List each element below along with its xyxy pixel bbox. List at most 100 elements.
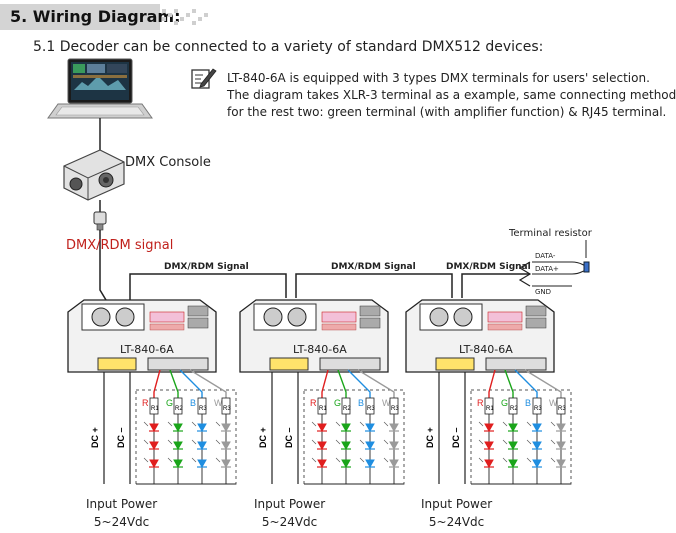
resistor-label: R3 [534,406,542,412]
led-icon [532,459,542,469]
note-text: LT-840-6A is equipped with 3 types DMX t… [227,70,676,121]
channel-wire-g [337,369,347,398]
led-ray [502,457,508,463]
led-icon [508,423,518,433]
channel-letter-g: G [501,398,508,408]
led-icon [389,459,399,469]
led-icon [365,423,375,433]
led-ray [143,439,149,445]
channel-wire-b [347,369,371,398]
power-label-1-title: Input Power [86,497,158,511]
led-strip-outline [135,389,237,485]
led-icon [173,423,183,433]
led-icon [365,441,375,451]
channel-wire-b [179,369,203,398]
dc-minus-label: DC – [284,427,294,448]
led-ray [550,439,556,445]
channel-letter-w: W [214,398,223,408]
led-icon [149,441,159,451]
led-ray [215,421,221,427]
led-ray [215,457,221,463]
dc-minus-label: DC – [116,427,126,448]
led-ray [191,439,197,445]
note-line-1: LT-840-6A is equipped with 3 types DMX t… [227,71,650,85]
led-icon [556,459,566,469]
decoder-model-1: LT-840-6A [120,343,174,356]
led-ray [478,457,484,463]
note-line-3: for the rest two: green terminal (with a… [227,105,667,119]
channel-letter-w: W [549,398,558,408]
led-strip-outline [303,389,405,485]
led-ray [383,457,389,463]
power-label-2: Input Power 5~24Vdc [254,497,325,529]
led-icon [556,423,566,433]
channel-wire-g [504,369,514,398]
resistor-label: R1 [151,406,159,412]
laptop-icon [47,58,153,119]
led-ray [502,421,508,427]
xlr-plug-icon [93,200,107,231]
led-icon [556,441,566,451]
resistor-label: R3 [558,406,566,412]
led-ray [191,457,197,463]
channel-wire-w [524,369,562,398]
decoder-model-2: LT-840-6A [293,343,347,356]
led-ray [383,421,389,427]
channel-wire-r [488,369,496,398]
led-icon [197,459,207,469]
section-title: 5. Wiring Diagram: [10,7,181,26]
channel-letter-r: R [142,398,149,408]
channel-letter-g: G [334,398,341,408]
led-icon [341,441,351,451]
led-icon [484,423,494,433]
led-ray [359,439,365,445]
led-icon [221,441,231,451]
channel-wire-b [514,369,538,398]
resistor-label: R3 [367,406,375,412]
led-ray [215,439,221,445]
terminal-resistor-label: Terminal resistor [509,228,592,239]
resistor-label: R3 [391,406,399,412]
led-strip-outline [470,389,572,485]
channel-wire-r [321,369,329,398]
led-icon [149,459,159,469]
led-ray [359,421,365,427]
resistor-label: R3 [223,406,231,412]
terminal-resistor-diagram [518,240,590,287]
led-ray [478,421,484,427]
led-icon [317,423,327,433]
channel-wire-r [153,369,161,398]
led-ray [383,439,389,445]
resistor-label: R1 [319,406,327,412]
power-label-1-range: 5~24Vdc [93,515,150,529]
bus-label-1: DMX/RDM Signal [164,262,249,272]
channel-letter-b: B [525,398,531,408]
resistor-label: R1 [486,406,494,412]
led-ray [335,439,341,445]
led-icon [389,441,399,451]
channel-wire-w [189,369,227,398]
note-line-2: The diagram takes XLR-3 terminal as a ex… [227,88,676,102]
section-header-bar [0,4,160,30]
dc-plus-label: DC + [258,427,268,448]
channel-letter-w: W [382,398,391,408]
power-label-3-range: 5~24Vdc [428,515,485,529]
decoder-model-3: LT-840-6A [459,343,513,356]
led-ray [167,457,173,463]
channel-wire-w [357,369,395,398]
led-icon [149,423,159,433]
led-icon [197,423,207,433]
resistor-label: R2 [175,406,183,412]
dc-plus-label: DC + [90,427,100,448]
led-ray [526,457,532,463]
led-ray [526,439,532,445]
led-icon [341,423,351,433]
pencil-note-icon [191,68,217,89]
led-icon [484,459,494,469]
led-icon [532,423,542,433]
data-plus-label: DATA+ [535,265,559,273]
led-icon [197,441,207,451]
led-ray [550,457,556,463]
